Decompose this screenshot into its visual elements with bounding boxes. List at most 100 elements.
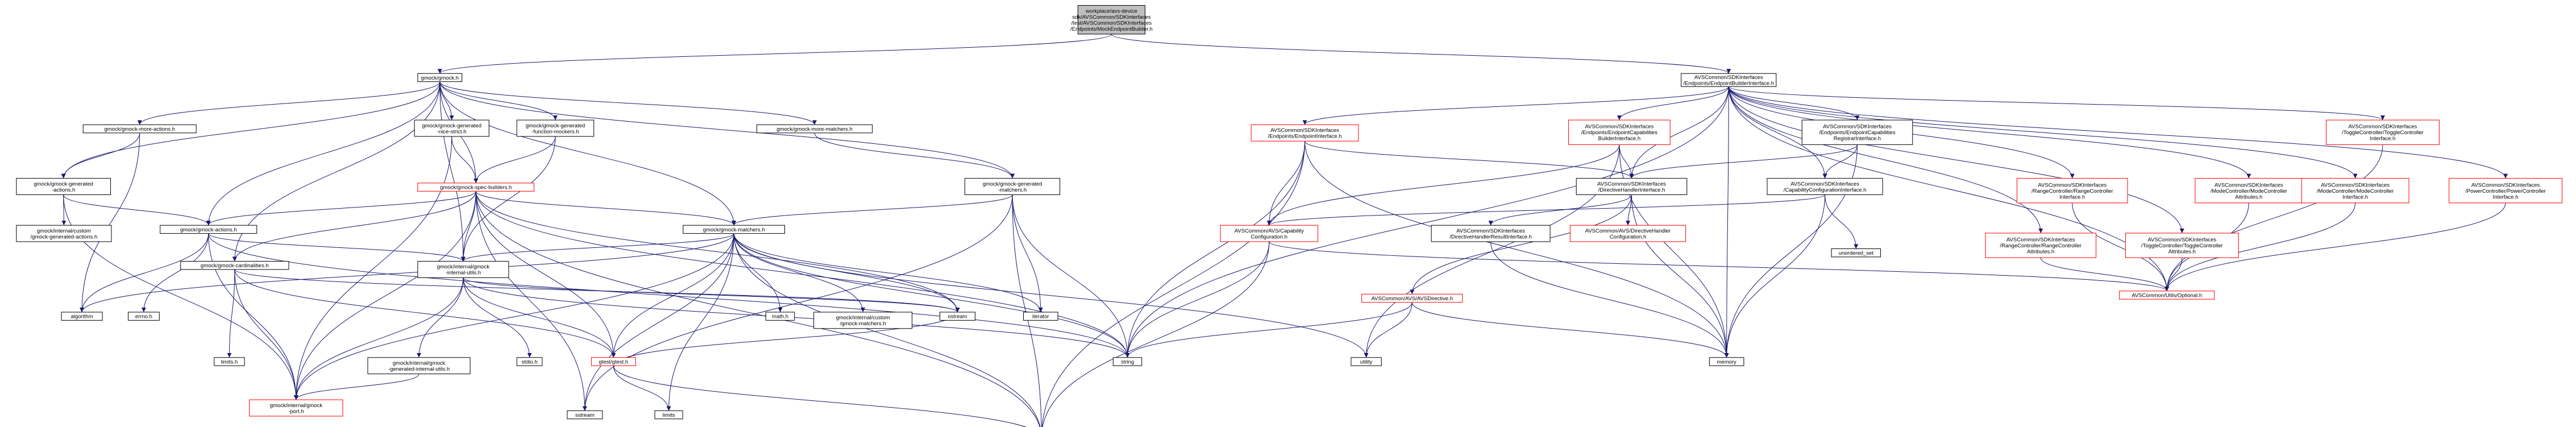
node-gm-internal-custom-actions[interactable]: gmock/internal/custom/gmock-generated-ac… xyxy=(16,225,112,242)
node-box xyxy=(214,357,245,366)
node-power-iface[interactable]: AVSCommon/SDKInterfaces/PowerController/… xyxy=(2449,178,2563,204)
node-label-line: errno.h xyxy=(135,314,152,320)
node-label-line: -matchers.h xyxy=(998,187,1027,193)
node-stdio[interactable]: stdio.h xyxy=(516,357,543,366)
node-label-line: -port.h xyxy=(288,408,304,414)
dependency-edge-avs_dhri-to-memory xyxy=(1490,242,1729,358)
node-avs-dsi[interactable]: AVSCommon/SDKInterfaces/DirectiveHandler… xyxy=(1576,178,1688,195)
node-label-line: AVSCommon/AVS/Capability xyxy=(1235,228,1304,234)
node-gm-gen-func[interactable]: gmock/gmock-generated-function-mockers.h xyxy=(516,119,595,137)
node-box xyxy=(417,261,509,278)
dependency-edge-gm_gen_actions-to-gm_actions xyxy=(63,194,211,226)
node-gm-matchers[interactable]: gmock/gmock-matchers.h xyxy=(683,225,785,234)
node-label-line: workplace/avs-device xyxy=(1085,8,1137,14)
node-box xyxy=(1569,225,1686,242)
dependency-edge-avs_dsi-to-memory xyxy=(1631,194,1729,358)
dependency-edge-avs_ep_iface-to-vector xyxy=(1041,141,1306,427)
node-gm-gen-actions[interactable]: gmock/gmock-generated-actions.h xyxy=(16,178,111,195)
node-string[interactable]: string xyxy=(1112,357,1142,366)
dependency-edge-gm_gen_matchers-to-gm_matchers xyxy=(732,194,1013,226)
node-gm-more-matchers[interactable]: gmock/gmock-more-matchers.h xyxy=(757,124,873,134)
node-math[interactable]: math.h xyxy=(765,312,795,321)
node-avs-ebi[interactable]: AVSCommon/SDKInterfaces/Endpoints/Endpoi… xyxy=(1681,73,1777,87)
node-range-iface[interactable]: AVSCommon/SDKInterfaces/RangeController/… xyxy=(2017,178,2128,204)
dependency-edge-avs_ebi-to-avs_ep_iface xyxy=(1302,86,1729,125)
node-box xyxy=(180,261,289,270)
node-gm-gen-matchers[interactable]: gmock/gmock-generated-matchers.h xyxy=(965,178,1061,195)
node-label-line: -internal-utils.h xyxy=(446,270,481,276)
node-box xyxy=(2301,178,2409,204)
dependency-edge-gm_matchers-to-gm_internal_utils xyxy=(461,233,734,262)
node-label-line: gmock/gmock.h xyxy=(421,75,459,81)
node-gm-internal-utils[interactable]: gmock/internal/gmock-internal-utils.h xyxy=(417,261,509,278)
node-avs-directive[interactable]: AVSCommon/AVS/AVSDirective.h xyxy=(1361,293,1463,303)
node-memory[interactable]: memory xyxy=(1709,357,1744,366)
node-label-line: gmock/internal/custom xyxy=(836,315,890,321)
node-algorithm[interactable]: algorithm xyxy=(61,312,103,321)
dependency-edge-gm_spec-to-gm_internal_utils xyxy=(460,191,476,262)
node-avs-ecbi[interactable]: AVSCommon/SDKInterfaces/Endpoints/Endpoi… xyxy=(1568,119,1671,145)
node-box xyxy=(1681,73,1777,87)
node-gm-spec[interactable]: gmock/gmock-spec-builders.h xyxy=(417,183,535,192)
node-label-line: Interface.h xyxy=(2342,194,2368,200)
node-optional[interactable]: AVSCommon/Utils/Optional.h xyxy=(2119,291,2215,300)
node-label-line: gmock/gmock-cardinalities.h xyxy=(201,263,269,269)
node-gm-actions[interactable]: gmock/gmock-actions.h xyxy=(160,225,257,234)
node-label-line: sdk/AVSCommon/SDKInterfaces xyxy=(1072,14,1150,20)
dependency-edge-gm_cardinalities-to-limits_h xyxy=(227,269,235,358)
node-gm-internal-custom-matchers[interactable]: gmock/internal/custom/gmock-matchers.h xyxy=(813,312,913,329)
node-utility[interactable]: utility xyxy=(1351,357,1382,366)
node-label-line: gmock/internal/custom xyxy=(37,228,91,234)
node-avs-dhri[interactable]: AVSCommon/SDKInterfaces/DirectiveHandler… xyxy=(1431,225,1551,242)
dependency-edge-gmock_h-to-gm_gen_actions xyxy=(61,81,441,179)
node-limits[interactable]: limits xyxy=(654,410,683,420)
node-mode-iface[interactable]: AVSCommon/SDKInterfaces/ModeController/M… xyxy=(2301,178,2409,204)
dependency-edge-gm_matchers-to-gm_internal_custom_matchers xyxy=(733,233,866,312)
node-gm-internal-gen-utils[interactable]: gmock/internal/gmock-generated-internal-… xyxy=(367,357,471,375)
node-gmock-h[interactable]: gmock/gmock.h xyxy=(417,73,463,82)
node-avs-capconf[interactable]: AVSCommon/AVS/CapabilityConfiguration.h xyxy=(1220,225,1319,242)
node-toggle-attr[interactable]: AVSCommon/SDKInterfaces/ToggleController… xyxy=(2125,233,2239,258)
dependency-edge-avs_ecbi-to-memory xyxy=(1619,144,1729,358)
node-avs-ep-iface[interactable]: AVSCommon/SDKInterfaces/Endpoints/Endpoi… xyxy=(1250,124,1359,142)
node-range-attr[interactable]: AVSCommon/SDKInterfaces/RangeController/… xyxy=(1985,233,2097,258)
dependency-edge-avs_capconf-to-vector xyxy=(1042,242,1270,427)
node-ostream[interactable]: ostream xyxy=(940,312,976,321)
node-errno[interactable]: errno.h xyxy=(128,312,160,321)
node-label-line: gmock/internal/gmock xyxy=(393,360,446,366)
node-iterator[interactable]: iterator xyxy=(1023,312,1058,321)
node-gtest[interactable]: gtest/gtest.h xyxy=(591,357,636,366)
node-sstream[interactable]: sstream xyxy=(567,410,603,420)
node-box xyxy=(683,225,785,234)
node-avs-cci[interactable]: AVSCommon/SDKInterfaces/CapabilityConfig… xyxy=(1767,178,1883,195)
node-avs-ecri[interactable]: AVSCommon/SDKInterfaces/Endpoints/Endpoi… xyxy=(1801,119,1913,145)
dependency-edge-gm_spec-to-string xyxy=(475,191,1130,358)
node-label-line: -generated-internal-utils.h xyxy=(388,366,450,372)
dependency-edge-gm_internal_utils-to-ostream xyxy=(463,277,960,313)
node-label-line: AVSCommon/SDKInterfaces xyxy=(1270,127,1339,134)
node-box xyxy=(2325,119,2440,145)
node-label-line: BuilderInterface.h xyxy=(1598,136,1640,142)
dependency-edge-gm_actions-to-gm_internal_utils xyxy=(208,233,466,262)
node-toggle-iface[interactable]: AVSCommon/SDKInterfaces/ToggleController… xyxy=(2325,119,2440,145)
node-box xyxy=(1220,225,1319,242)
node-port[interactable]: gmock/internal/gmock-port.h xyxy=(249,399,343,417)
node-box xyxy=(654,410,683,420)
dependency-edge-mode_iface-to-optional xyxy=(2164,202,2356,291)
node-gm-gen-nice[interactable]: gmock/gmock-generated-nice-strict.h xyxy=(414,119,489,137)
node-box xyxy=(367,357,471,375)
dependency-edge-avs_ecbi-to-avs_dsi xyxy=(1619,144,1634,179)
node-label-line: AVSCommon/SDKInterfaces xyxy=(2038,182,2106,188)
node-mode-attr[interactable]: AVSCommon/SDKInterfaces/ModeController/M… xyxy=(2195,178,2303,204)
node-unordered-set[interactable]: unordered_set xyxy=(1831,248,1881,258)
node-box xyxy=(128,312,160,321)
node-gm-cardinalities[interactable]: gmock/gmock-cardinalities.h xyxy=(180,261,289,270)
dependency-edge-range_attr-to-optional xyxy=(2040,258,2170,291)
node-label-line: AVSCommon/AVS/AVSDirective.h xyxy=(1372,296,1453,302)
node-label-line: RegistrarInterface.h xyxy=(1834,136,1881,142)
dependency-edge-gmock_h-to-gm_more_actions xyxy=(137,81,441,125)
node-limits-h[interactable]: limits.h xyxy=(214,357,245,366)
node-gm-more-actions[interactable]: gmock/gmock-more-actions.h xyxy=(82,124,197,134)
node-label-line: Interface.h xyxy=(2370,136,2395,142)
node-avs-dhconf[interactable]: AVSCommon/AVS/DirectiveHandlerConfigurat… xyxy=(1569,225,1686,242)
